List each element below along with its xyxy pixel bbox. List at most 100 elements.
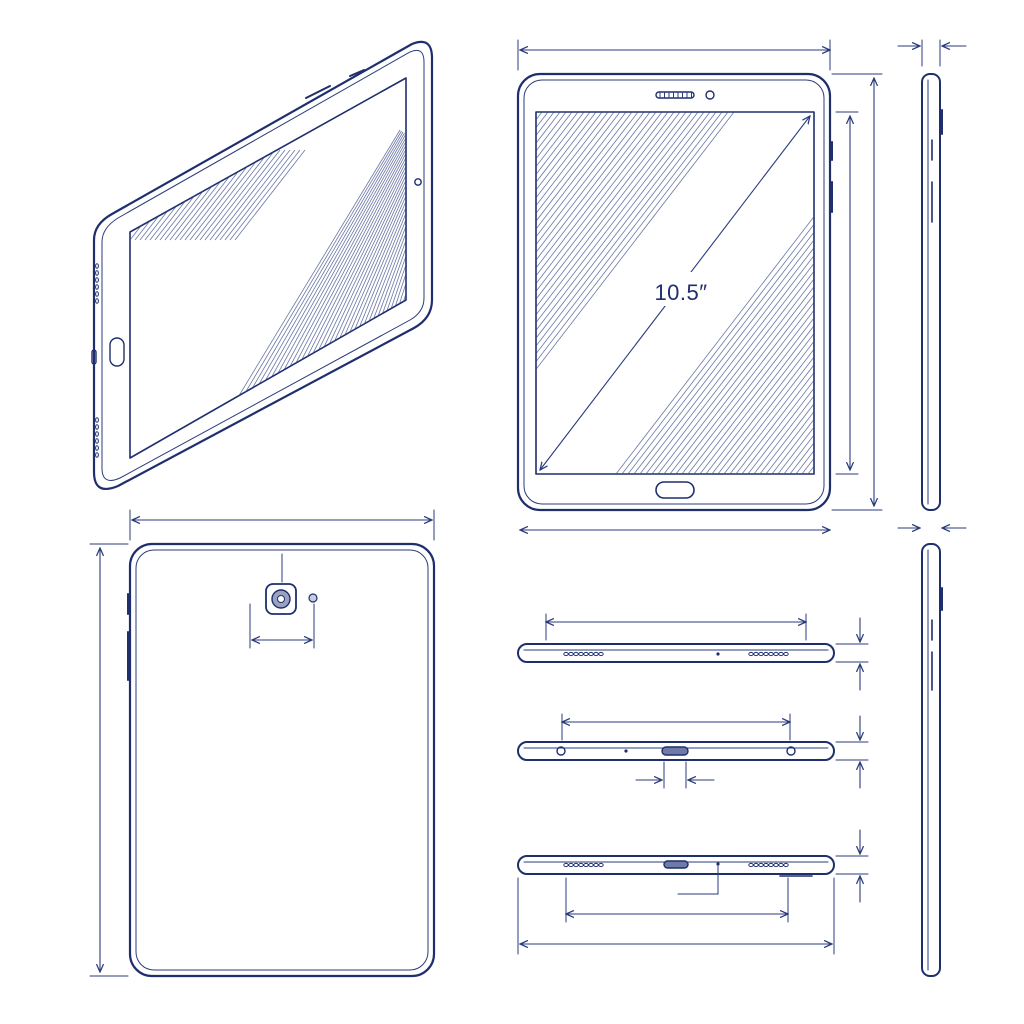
speaker-hole [95,270,99,276]
speaker-hole [578,651,584,657]
screen-hatch-line [219,149,291,241]
screen-hatch-line [319,153,406,458]
speaker-hole [573,651,579,657]
screen-hatch-line [224,149,296,241]
edge-middle-audio-jack-left [556,746,566,756]
speaker-hole [95,291,99,297]
screen-hatch-line [536,112,579,167]
screen-hatch-line [705,333,814,474]
iso-power-button [349,69,365,77]
front-view: 10.5″ [516,39,883,530]
screen-hatch-line [771,419,814,474]
speaker-hole [578,862,584,868]
screen-hatch-line [209,149,281,241]
screen-hatch-line [669,286,814,474]
screen-hatch-line [747,387,814,474]
speaker-hole [95,417,99,423]
speaker-hole [778,862,784,868]
speaker-hole [778,651,784,657]
screen-hatch-line [254,140,406,458]
edge-bottom-body [517,855,835,875]
edge-top-mic [716,652,720,656]
speaker-hole [563,651,569,657]
speaker-hole [95,298,99,304]
speaker-hole [783,862,789,868]
speaker-hole [773,651,779,657]
screen-hatch-line [536,112,561,144]
edge-bottom-usb-port [663,860,689,869]
speaker-hole [588,862,594,868]
screen-hatch-line [224,134,406,458]
iso-home-button [109,337,125,367]
front-earpiece-grille [659,92,692,98]
screen-hatch-line [204,149,276,241]
screen-hatch-line [294,148,406,458]
screen-hatch-line [536,112,663,277]
front-camera-icon [705,90,715,100]
speaker-hole [95,277,99,283]
screen-hatch-line [536,112,627,230]
screen-hatch-line [199,129,401,458]
speaker-hole [583,862,589,868]
back-view [89,509,436,978]
speaker-hole [573,862,579,868]
front-body-inner-edge [523,79,825,505]
screen-hatch-line [536,112,567,152]
speaker-hole [758,862,764,868]
edge-top-speaker-left [563,651,604,657]
side-profile-lower [921,543,943,977]
speaker-hole [593,651,599,657]
speaker-hole [783,651,789,657]
iso-volume-button [305,85,331,99]
speaker-hole [763,862,769,868]
screen-hatch-line [259,141,406,458]
speaker-hole [95,452,99,458]
screen-hatch-line [394,168,406,458]
screen-hatch-line [194,149,266,241]
side-profile-upper [897,39,967,528]
iso-body-outline [92,40,434,490]
screen-hatch-line [729,364,814,474]
screen-hatch-line [536,112,729,362]
screen-hatch-line [801,458,814,474]
screen-hatch-line [536,112,723,355]
isometric-view [91,40,434,490]
screen-hatch-line [536,112,615,214]
speaker-hole [753,862,759,868]
screen-hatch-line [717,348,814,474]
iso-camera-icon [414,178,422,186]
screen-hatch-line [384,166,406,458]
speaker-hole [95,284,99,290]
back-camera-module [265,583,297,615]
edge-middle-audio-jack-right [786,746,796,756]
speaker-hole [758,651,764,657]
edge-bottom-speaker-right [748,862,789,868]
screen-hatch-line [269,143,406,458]
screen-hatch-line [229,149,301,241]
speaker-hole [768,651,774,657]
screen-hatch-line [777,426,814,474]
screen-hatch-line [209,131,404,458]
screen-hatch-line [249,139,406,458]
speaker-hole [568,651,574,657]
screen-hatch-line [759,403,814,474]
speaker-hole [95,445,99,451]
speaker-hole [568,862,574,868]
speaker-hole [598,651,604,657]
screen-hatch-line [536,112,735,370]
edge-top-body [517,643,835,663]
screen-hatch-line [735,372,814,474]
mic-leader-line [677,865,719,895]
screen-hatch-line [699,325,814,474]
screen-hatch-line [244,138,406,458]
screen-hatch-line [279,145,406,458]
screen-hatch-line [309,151,406,458]
screen-hatch-line [621,224,814,474]
screen-hatch-line [807,465,814,474]
screen-hatch-line [789,442,814,474]
screen-hatch-line [687,309,814,474]
iso-screen [129,77,407,459]
back-body-outline [128,542,436,978]
screen-hatch-line [199,149,271,241]
